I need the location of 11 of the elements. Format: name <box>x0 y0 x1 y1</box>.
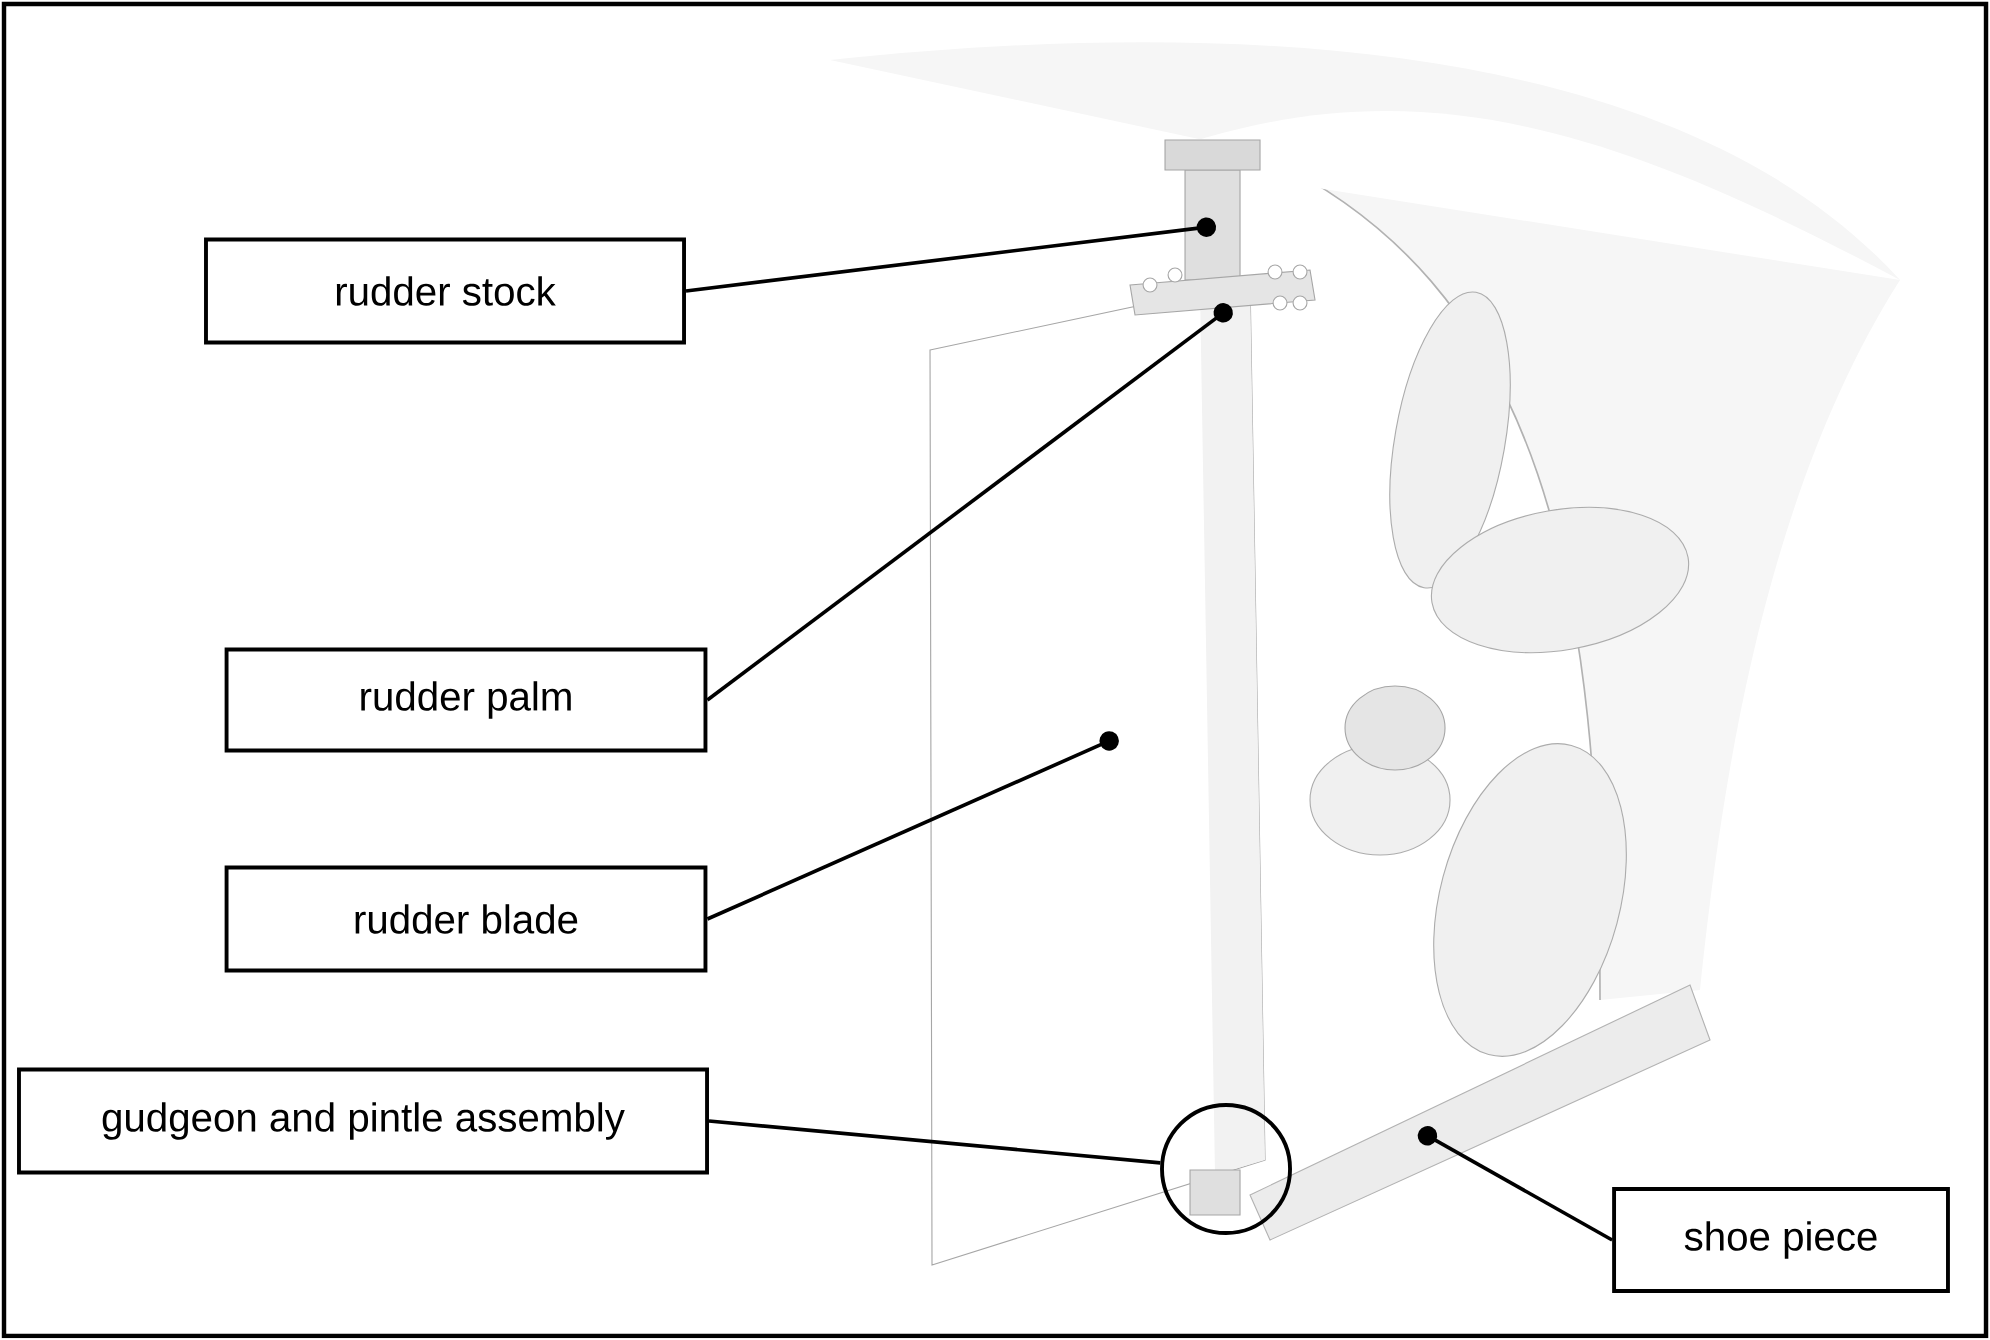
highlight-circle <box>1160 1103 1292 1235</box>
leader-line <box>685 217 1217 293</box>
leader-line <box>706 303 1233 702</box>
label-box: rudder stock <box>204 237 686 345</box>
leader-line <box>708 1119 1161 1165</box>
label-box: shoe piece <box>1612 1187 1950 1293</box>
label-box: rudder blade <box>224 865 708 973</box>
label-box: gudgeon and pintle assembly <box>17 1067 709 1175</box>
leader-line <box>706 731 1119 921</box>
label-box: rudder palm <box>224 647 708 753</box>
leader-line <box>1417 1126 1613 1242</box>
